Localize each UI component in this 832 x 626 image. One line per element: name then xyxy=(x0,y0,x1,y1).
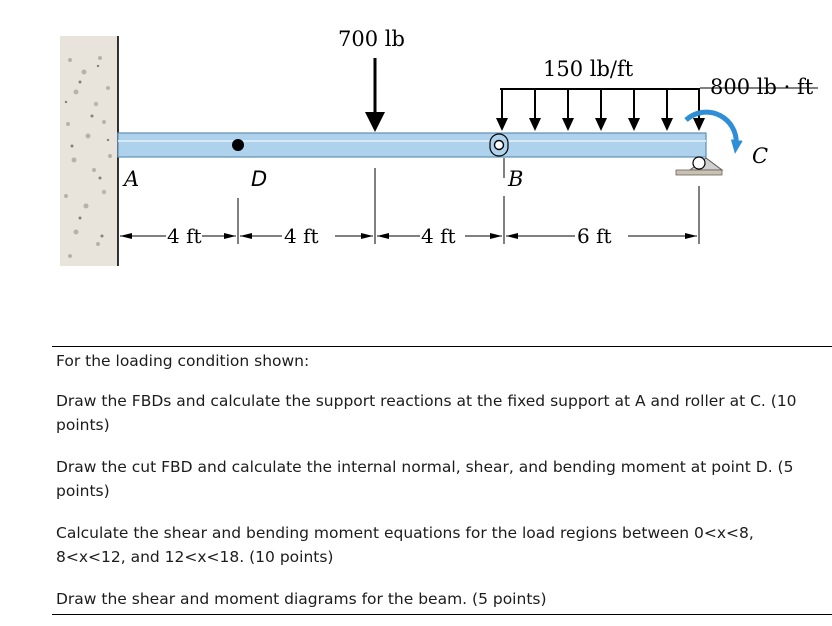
top-rule xyxy=(52,346,832,347)
distributed-load-label: 150 lb/ft xyxy=(543,57,634,81)
label-b: B xyxy=(507,167,523,191)
dimension-label-3: 4 ft xyxy=(421,224,456,248)
roller-support-c xyxy=(675,156,724,176)
dimension-lines xyxy=(120,168,700,244)
item4-text: Draw the shear and moment diagrams for t… xyxy=(56,590,547,608)
item3-line1: Calculate the shear and bending moment e… xyxy=(56,524,754,542)
item1-line2: points) xyxy=(56,416,110,434)
dimension-label-2: 4 ft xyxy=(284,224,319,248)
bottom-rule xyxy=(52,614,832,615)
point-load-label: 700 lb xyxy=(338,27,405,51)
beam xyxy=(117,132,707,158)
moment-arrow xyxy=(684,109,743,154)
item3-line2: 8<x<12, and 12<x<18. (10 points) xyxy=(56,548,334,566)
item1-line1: Draw the FBDs and calculate the support … xyxy=(56,392,797,410)
label-d: D xyxy=(251,167,267,191)
distributed-load-arrows xyxy=(496,88,705,131)
hinge-b xyxy=(489,133,509,157)
item2-line2: points) xyxy=(56,482,110,500)
point-d-marker xyxy=(232,139,244,151)
beam-diagram: 700 lb 150 lb/ft 800 lb · ft A D B C xyxy=(60,27,818,266)
intro-text: For the loading condition shown: xyxy=(56,352,310,370)
item2-line1: Draw the cut FBD and calculate the inter… xyxy=(56,458,794,476)
fixed-support-wall xyxy=(60,36,119,266)
point-load-arrow xyxy=(365,58,385,132)
label-a: A xyxy=(122,167,139,191)
dimension-label-1: 4 ft xyxy=(167,224,202,248)
moment-label: 800 lb · ft xyxy=(710,75,814,99)
dimension-label-4: 6 ft xyxy=(577,224,612,248)
label-c: C xyxy=(752,144,768,168)
